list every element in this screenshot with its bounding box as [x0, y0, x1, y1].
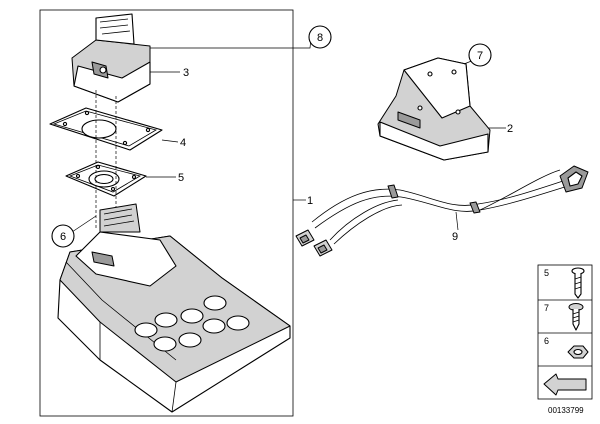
mounting-plate-part — [65, 161, 147, 197]
callout-5: 5 — [178, 172, 184, 184]
bracket-part — [377, 57, 491, 161]
hex-nut-icon — [567, 345, 589, 359]
svg-text:1: 1 — [307, 195, 313, 207]
direction-arrow-icon — [543, 373, 587, 396]
callout-3: 3 — [183, 67, 189, 79]
fastener-legend: 5 7 6 — [537, 264, 593, 400]
svg-text:2: 2 — [507, 123, 513, 135]
callout-2: 2 — [507, 123, 513, 135]
assembly-frame — [39, 9, 294, 417]
screw-icon — [571, 267, 585, 299]
gasket-part — [49, 107, 163, 151]
button-array — [134, 295, 250, 352]
assembly-axis-lines — [95, 90, 117, 232]
control-housing-part — [57, 203, 291, 413]
legend-row1-label: 5 — [544, 268, 549, 278]
svg-text:7: 7 — [477, 50, 483, 62]
svg-text:3: 3 — [183, 67, 189, 79]
legend-row3-label: 6 — [544, 336, 549, 346]
callout-7-circle: 7 — [468, 43, 492, 67]
callout-9: 9 — [452, 231, 458, 243]
svg-text:6: 6 — [60, 231, 66, 243]
svg-text:8: 8 — [317, 32, 323, 44]
svg-text:5: 5 — [178, 172, 184, 184]
svg-text:9: 9 — [452, 231, 458, 243]
self-tapping-screw-icon — [568, 303, 584, 331]
legend-row2-label: 7 — [544, 303, 549, 313]
wiring-harness-part — [295, 165, 589, 257]
callout-6-circle: 6 — [51, 224, 75, 248]
svg-text:4: 4 — [180, 137, 186, 149]
callout-1: 1 — [307, 195, 313, 207]
document-number: 00133799 — [548, 406, 584, 415]
callout-8-circle: 8 — [308, 25, 332, 49]
upper-holder-part — [71, 13, 151, 103]
callout-4: 4 — [180, 137, 186, 149]
